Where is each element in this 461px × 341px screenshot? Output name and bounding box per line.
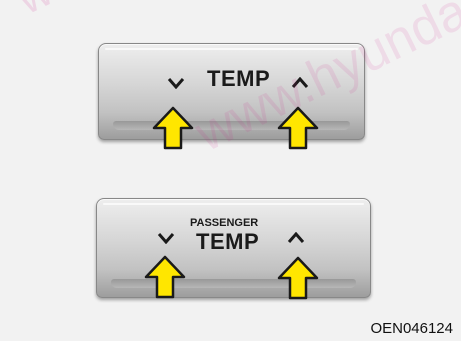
pointer-arrow-icon (152, 106, 194, 150)
chevron-down-icon[interactable] (157, 232, 175, 244)
pointer-arrow-icon (277, 106, 319, 150)
passenger-temp-control: PASSENGER TEMP (96, 198, 371, 298)
chevron-down-icon[interactable] (167, 77, 185, 89)
pointer-arrow-icon (144, 255, 186, 299)
pointer-arrow-icon (277, 256, 319, 300)
chevron-up-icon[interactable] (287, 232, 305, 244)
passenger-label: PASSENGER (190, 217, 258, 229)
watermark: www.hyundaicl (10, 0, 293, 25)
temp-label: TEMP (196, 229, 259, 255)
figure-code: OEN046124 (370, 320, 453, 337)
